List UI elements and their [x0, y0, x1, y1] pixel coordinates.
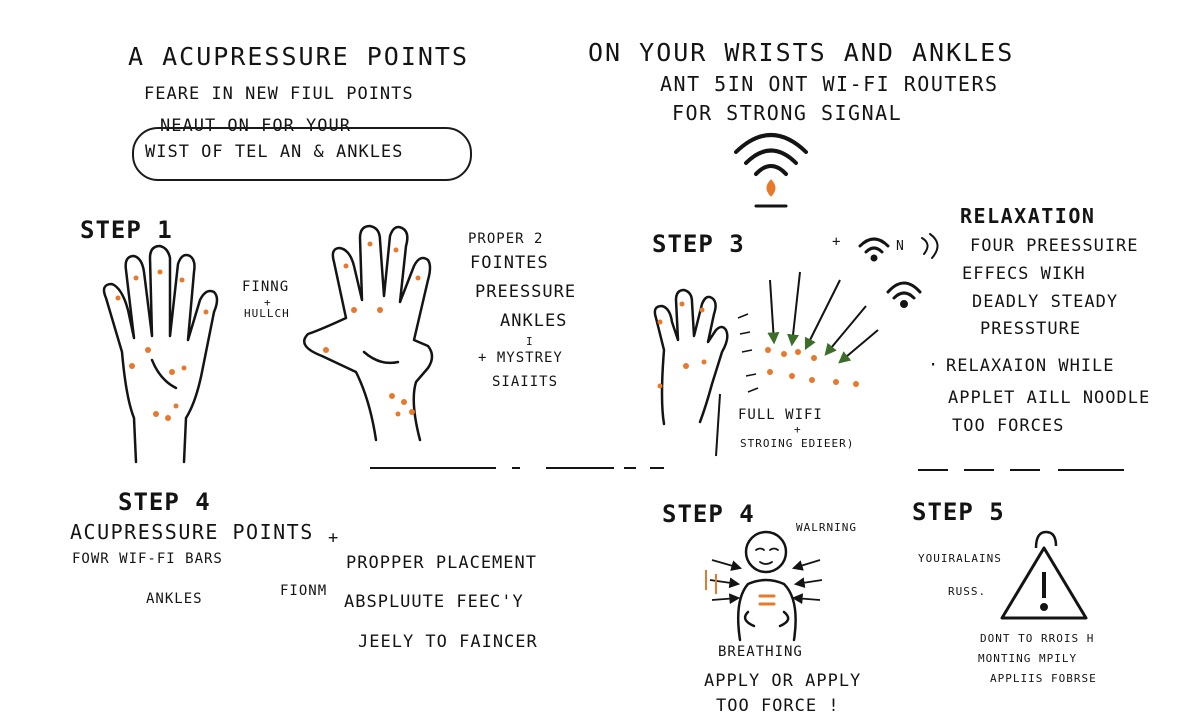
title-right: ON YOUR WRISTS AND ANKLES [588, 38, 1015, 67]
title-left: A ACUPRESSURE POINTS [128, 42, 470, 71]
step4-mid-line-2: TOO FORCE ! [716, 696, 840, 716]
relaxation-line-2: EFFECS WIKH [962, 264, 1086, 284]
step1-label-plus: + [264, 296, 272, 309]
relaxation-line-3: DEADLY STEADY [972, 292, 1119, 312]
step3-divider [715, 393, 721, 457]
step4-mid-breathing: BREATHING [718, 644, 803, 660]
step4-left-ankles: ANKLES [146, 591, 203, 607]
relaxation-bullet-line-2: APPLET aill NOODLE [948, 388, 1151, 408]
intro-speech-bubble [132, 127, 472, 181]
wifi-small-icon: + N [832, 233, 939, 308]
subtitle-line-2: FOR STRONG SIGNAL [672, 101, 903, 125]
step5-note-1: DONT to RROIS H [980, 632, 1095, 645]
step3-heading: STEP 3 [652, 230, 745, 258]
svg-text:+: + [832, 234, 840, 250]
svg-text:N: N [896, 239, 904, 254]
warning-triangle-icon [1000, 530, 1088, 620]
step1-label-top: FINNG [242, 279, 290, 295]
pressure-arrows [767, 271, 879, 364]
step3-signal-marks [765, 347, 859, 387]
subtitle-line-1: ANT 5IN ONT WI-FI ROUTERS [660, 72, 999, 96]
step1-wrist-points [323, 241, 421, 417]
step1-note-4: ANKLES [500, 311, 568, 331]
step4-left-heading: STEP 4 [118, 488, 211, 516]
step4-left-plus: + [328, 528, 340, 548]
step4-mid-warning: WALRNING [796, 521, 857, 534]
person-breathing-icon [737, 530, 797, 642]
step1-heading: STEP 1 [80, 216, 173, 244]
relaxation-bullet: · [928, 355, 940, 375]
step5-note-3: APPLIIS FOBRSE [990, 672, 1097, 685]
wifi-router-icon [734, 133, 808, 208]
step4-left-line-5: JEELY to FAINCER [358, 632, 538, 652]
relaxation-bullet-line-3: TOO FORCES [952, 416, 1065, 436]
relaxation-line-1: FOUR PREESSUIRE [970, 236, 1139, 256]
step5-heading: STEP 5 [912, 498, 1005, 526]
step5-note-2: MONTING MPILY [978, 652, 1078, 665]
step4-left-from: FIONM [280, 583, 328, 599]
step5-line-1: YOUIRALAINS [918, 552, 1002, 565]
intro-line-1: FEARE IN NEW FIUL POINTS [144, 84, 414, 104]
relaxation-heading: RELAXATION [960, 204, 1096, 228]
hand-sketch-open [102, 244, 219, 464]
step3-hand-points [657, 301, 707, 389]
hand-sketch-wrist [303, 224, 434, 442]
step3-label-2: STROING EDIEER) [740, 437, 855, 450]
hand-sketch-signal [653, 288, 729, 426]
step4-left-line-1: ACUPRESSURE POINTS [70, 520, 314, 544]
step1-note-7: SIAIITS [492, 374, 559, 390]
step1-note-1: PROPER 2 [468, 231, 544, 247]
intro-line-2: NEAUT ON FOR YOUR [160, 116, 351, 136]
breathing-arrows [705, 559, 823, 605]
step4-left-line-2: FOWR WIF-FI BARS [72, 551, 223, 567]
section-divider [370, 467, 1124, 471]
step3-label-1: FULL WIFI [738, 407, 823, 423]
step4-left-line-4: ABSPLUUTE FEEC'Y [344, 592, 524, 612]
step1-hand-points [115, 269, 209, 421]
step5-line-2: RUSS. [948, 585, 987, 598]
relaxation-line-4: PRESSTURE [980, 319, 1082, 339]
relaxation-bullet-line-1: RELAXAION WHILE [946, 356, 1115, 376]
step4-mid-heading: STEP 4 [662, 500, 755, 528]
step1-label-bottom: HULLCH [244, 307, 290, 320]
step4-left-line-3: PROPPER PLACEMENT [346, 553, 537, 573]
step1-note-2: FOINTES [470, 253, 549, 273]
step4-mid-line-1: APPLY OR APPLY [704, 671, 862, 691]
step1-note-5: I [526, 335, 534, 348]
intro-line-3: WIST OF TEL AN & ANKLES [145, 142, 404, 162]
step3-hatch [737, 313, 759, 393]
step1-note-3: PREESSURE [475, 282, 577, 302]
step3-label-plus: + [794, 423, 802, 436]
step1-note-6: + MYSTREY [478, 350, 563, 366]
